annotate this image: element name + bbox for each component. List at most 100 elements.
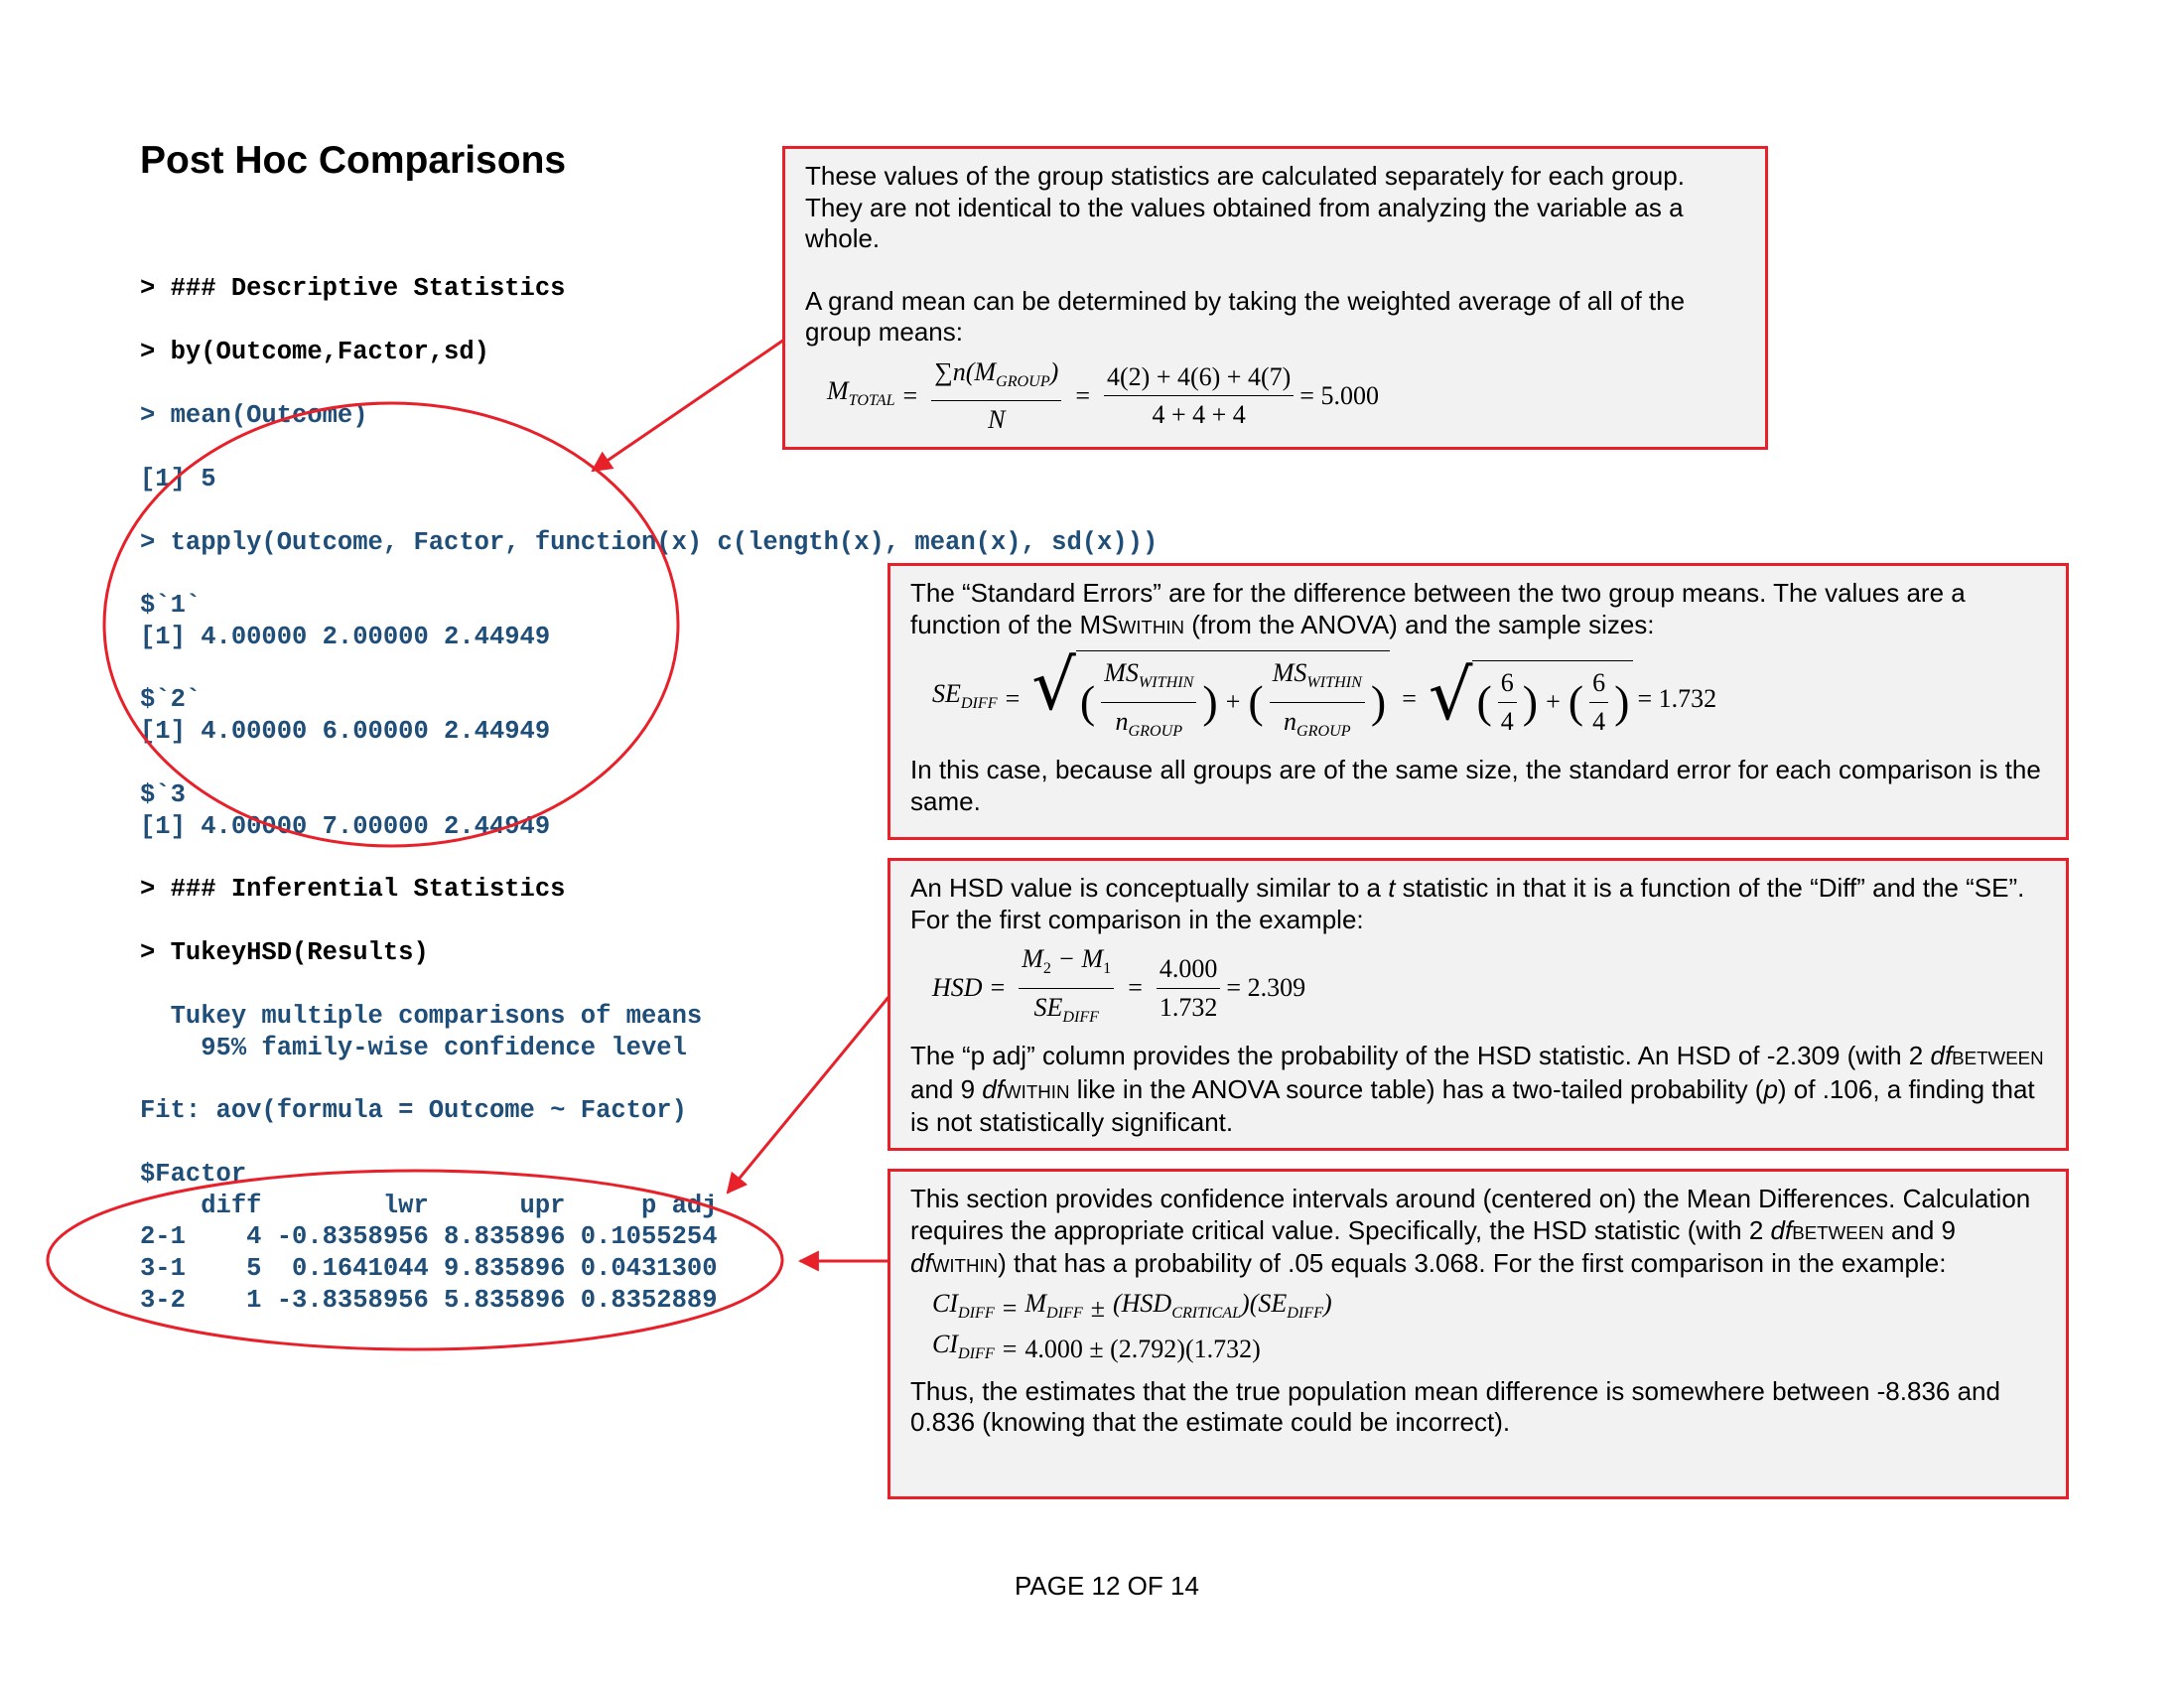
formula-symbol: MS [1104, 658, 1139, 687]
formula-denominator: 4 [1592, 706, 1606, 736]
code-line: > mean(Outcome) [140, 401, 368, 430]
formula-symbol: SE [1033, 992, 1063, 1022]
formula-subscript: DIFF [958, 1345, 995, 1363]
note-text: Thus, the estimates that the true popula… [910, 1375, 2000, 1438]
note-text-italic: df [982, 1073, 1004, 1104]
formula-result: = 1.732 [1637, 683, 1717, 713]
note-text-part: The “p adj” column provides the probabil… [910, 1041, 1931, 1071]
formula-symbol: CI [932, 1288, 958, 1318]
code-line: Tukey multiple comparisons of means [140, 1002, 703, 1031]
formula-symbol: M [827, 375, 849, 405]
formula-symbol: n [1115, 706, 1129, 736]
note-text: In this case, because all groups are of … [910, 755, 2041, 816]
formula-symbol: (HSD [1113, 1288, 1172, 1318]
note-text: The “p adj” column provides the probabil… [910, 1041, 2046, 1139]
code-line: [1] 5 [140, 465, 216, 493]
note-text-part: An HSD value is conceptually similar to … [910, 873, 1389, 903]
formula-subscript: DIFF [1046, 1304, 1083, 1322]
formula-numerator: 4.000 [1156, 953, 1221, 989]
formula-numerator: ∑n(M [934, 356, 997, 386]
note-text-italic: p [1763, 1073, 1778, 1104]
formula-symbol: ) [1322, 1288, 1332, 1318]
formula-fraction: M2 − M1 SEDIFF [1019, 943, 1115, 1033]
formula-denominator: N [988, 405, 1006, 435]
code-line: > ### Descriptive Statistics [140, 274, 566, 303]
code-line: $`3` [140, 780, 202, 809]
code-line: 95% family-wise confidence level [140, 1034, 687, 1062]
code-line: > TukeyHSD(Results) [140, 938, 429, 967]
formula-result: = 2.309 [1226, 973, 1306, 1003]
note-text-smallcaps: WITHIN [1118, 616, 1185, 637]
note-text-part: ) that has a probability of .05 equals 3… [998, 1248, 1947, 1278]
code-line: [1] 4.00000 7.00000 2.44949 [140, 812, 551, 841]
note-hsd-value: An HSD value is conceptually similar to … [887, 858, 2069, 1151]
formula-subscript: DIFF [958, 1304, 995, 1322]
arrow-note1-to-group-stats [591, 338, 785, 473]
hsd-formula: HSD = M2 − M1 SEDIFF = 4.000 1.732 = 2.3… [932, 943, 2046, 1033]
code-line: Fit: aov(formula = Outcome ~ Factor) [140, 1096, 687, 1125]
formula-symbol: M [1024, 1288, 1047, 1318]
formula-symbol: SE [932, 678, 961, 708]
ci-formula-example: CIDIFF = 4.000 ± (2.792)(1.732) [932, 1330, 1261, 1364]
note-text-part: The “Standard Errors” are for the differ… [910, 578, 1966, 639]
note-text: This section provides confidence interva… [910, 1184, 2046, 1282]
formula-result: = 5.000 [1299, 380, 1379, 410]
code-line: $Factor [140, 1160, 247, 1189]
formula-subscript: DIFF [1062, 1008, 1100, 1026]
formula-subscript: WITHIN [1138, 674, 1194, 692]
code-line: > by(Outcome,Factor,sd) [140, 338, 489, 366]
arrow-note3-to-tukey-table [726, 995, 891, 1195]
formula-subscript: GROUP [1128, 722, 1183, 740]
formula-symbol: CI [932, 1330, 958, 1359]
formula-symbol: )(SE [1241, 1288, 1288, 1318]
formula-denominator: 4 + 4 + 4 [1152, 400, 1246, 430]
formula-subscript: WITHIN [1306, 674, 1362, 692]
formula-fraction: 4(2) + 4(6) + 4(7) 4 + 4 + 4 [1104, 361, 1295, 431]
page-title: Post Hoc Comparisons [140, 139, 567, 182]
code-line: > tapply(Outcome, Factor, function(x) c(… [140, 528, 1159, 557]
formula-denominator: 1.732 [1159, 992, 1218, 1022]
page-footer: PAGE 12 OF 14 [1015, 1571, 1199, 1601]
code-line: 3-2 1 -3.8358956 5.835896 0.8352889 [140, 1286, 718, 1315]
formula-symbol: M [1022, 944, 1043, 973]
formula-fraction: 4.000 1.732 [1156, 953, 1221, 1023]
formula-denominator: 4 [1500, 706, 1514, 736]
note-confidence-intervals: This section provides confidence interva… [887, 1169, 2069, 1499]
formula-symbol: − M [1050, 944, 1104, 973]
formula-subscript: CRITICAL [1171, 1304, 1242, 1322]
note-text-smallcaps: BETWEEN [1792, 1221, 1884, 1243]
formula-fraction: ∑n(MGROUP) N [931, 356, 1062, 436]
grand-mean-formula: MTOTAL = ∑n(MGROUP) N = 4(2) + 4(6) + 4(… [827, 356, 1379, 436]
note-text: An HSD value is conceptually similar to … [910, 873, 2046, 935]
note-text-part: statistic in that it is a function of th… [910, 873, 2025, 934]
note-text-italic: df [1770, 1214, 1793, 1245]
code-line: diff lwr upr p adj [140, 1192, 718, 1220]
note-text-smallcaps: BETWEEN [1952, 1048, 2044, 1069]
formula-subscript: DIFF [1287, 1304, 1323, 1322]
formula-result: 4.000 ± (2.792)(1.732) [1024, 1335, 1261, 1364]
note-text-smallcaps: WITHIN [931, 1255, 999, 1276]
formula-symbol: MS [1272, 658, 1307, 687]
code-line: $`2` [140, 685, 202, 714]
note-text-part: ) of .106, a finding that is not statist… [910, 1073, 2035, 1138]
note-text: These values of the group statistics are… [805, 161, 1685, 253]
note-text-part: and 9 [1883, 1214, 1957, 1245]
note-text-italic: df [1930, 1041, 1953, 1071]
formula-numerator: 4(2) + 4(6) + 4(7) [1104, 361, 1295, 397]
formula-numerator: 6 [1497, 667, 1517, 703]
formula-subscript: GROUP [996, 372, 1050, 390]
note-text-italic: t [1388, 873, 1396, 903]
formula-subscript: TOTAL [848, 391, 895, 409]
code-line: [1] 4.00000 2.00000 2.44949 [140, 623, 551, 651]
code-line: [1] 4.00000 6.00000 2.44949 [140, 717, 551, 746]
note-text: A grand mean can be determined by taking… [805, 285, 1686, 348]
note-text-italic: df [910, 1248, 932, 1278]
note-text: The “Standard Errors” are for the differ… [910, 578, 2046, 642]
formula-symbol: n [1283, 706, 1297, 736]
ci-formula-general: CIDIFF = MDIFF ± (HSDCRITICAL)(SEDIFF) [932, 1288, 1332, 1323]
code-line: $`1` [140, 591, 202, 620]
note-text-part: and 9 [910, 1073, 983, 1104]
note-text-smallcaps: WITHIN [1003, 1080, 1070, 1102]
